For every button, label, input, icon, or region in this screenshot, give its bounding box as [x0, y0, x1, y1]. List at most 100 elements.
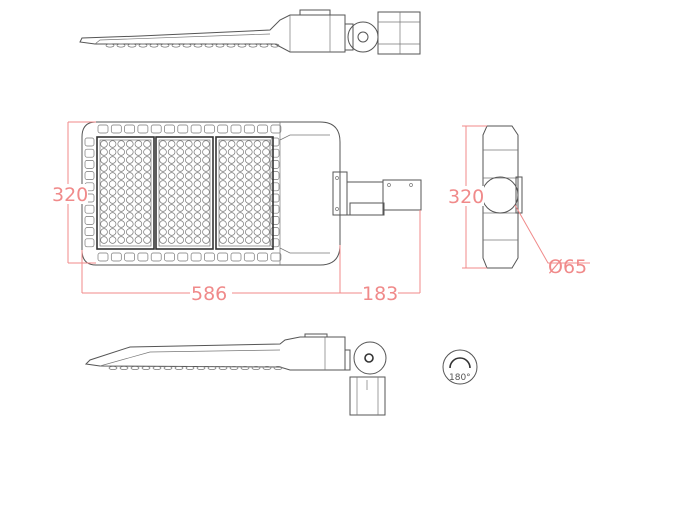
led-lens: [108, 236, 117, 244]
led-bump: [196, 366, 206, 370]
led-lens: [202, 172, 210, 180]
frame-vent: [150, 252, 162, 262]
led-lens: [245, 188, 253, 196]
led-lens: [159, 236, 167, 244]
led-lens: [159, 228, 167, 236]
led-lens: [117, 180, 125, 188]
frame-vent: [190, 252, 202, 262]
led-lens: [245, 228, 253, 236]
led-lens: [236, 212, 244, 220]
led-bump: [259, 43, 269, 48]
led-lens: [245, 156, 253, 164]
led-lens: [167, 196, 176, 204]
led-lens: [126, 204, 134, 212]
led-lens: [143, 204, 151, 212]
led-lens: [185, 212, 193, 220]
led-lens: [108, 180, 117, 188]
led-lens: [262, 148, 270, 156]
led-lens: [262, 156, 270, 164]
led-lens: [236, 140, 244, 148]
led-bump: [138, 43, 148, 48]
led-lens: [245, 212, 253, 220]
frame-vent: [243, 252, 255, 262]
led-lens: [245, 236, 253, 244]
led-lens: [108, 188, 117, 196]
frame-vent: [97, 252, 109, 262]
led-lens: [253, 148, 262, 156]
led-lens: [159, 220, 167, 228]
led-lens: [227, 140, 236, 148]
led-lens: [236, 188, 244, 196]
led-lens: [126, 220, 134, 228]
led-lens: [236, 164, 244, 172]
led-lens: [176, 228, 184, 236]
led-lens: [117, 188, 125, 196]
led-lens: [134, 212, 143, 220]
module-lens: [99, 139, 152, 247]
led-lens: [143, 172, 151, 180]
led-lens: [227, 164, 236, 172]
led-bump: [193, 43, 203, 48]
led-lens: [202, 204, 210, 212]
led-lens: [126, 156, 134, 164]
led-lens: [219, 164, 227, 172]
rotation-label: 180°: [449, 373, 471, 383]
led-lens: [167, 236, 176, 244]
led-bump: [262, 366, 272, 370]
frame-vent: [84, 216, 95, 225]
led-bump: [204, 43, 214, 48]
led-lens: [262, 212, 270, 220]
led-lens: [219, 228, 227, 236]
led-module: [96, 136, 155, 250]
led-lens: [193, 204, 202, 212]
led-lens: [185, 148, 193, 156]
led-lens: [253, 212, 262, 220]
led-lens: [262, 140, 270, 148]
led-lens: [185, 164, 193, 172]
led-lens: [126, 172, 134, 180]
led-lens: [126, 164, 134, 172]
led-lens: [245, 148, 253, 156]
dimension-body-length: 586: [191, 283, 227, 305]
led-lens: [219, 180, 227, 188]
led-lens: [202, 188, 210, 196]
right-end-view: 320 Ø65: [448, 125, 590, 278]
led-lens: [245, 172, 253, 180]
led-lens: [134, 172, 143, 180]
led-lens: [253, 172, 262, 180]
led-lens: [245, 196, 253, 204]
led-lens: [167, 212, 176, 220]
led-lens: [167, 180, 176, 188]
led-lens: [202, 140, 210, 148]
led-lens: [262, 164, 270, 172]
led-bump: [116, 43, 126, 48]
led-lens: [100, 156, 108, 164]
led-lens: [159, 148, 167, 156]
frame-vent: [217, 252, 229, 262]
led-lens: [167, 228, 176, 236]
led-lens: [202, 196, 210, 204]
led-lens: [193, 148, 202, 156]
led-lens: [227, 196, 236, 204]
led-bump: [248, 43, 258, 48]
led-bump: [240, 366, 250, 370]
led-lens: [227, 212, 236, 220]
frame-vent: [110, 252, 122, 262]
frame-vent: [270, 171, 280, 180]
frame-vent: [230, 252, 242, 262]
led-lens: [219, 212, 227, 220]
led-lens: [219, 156, 227, 164]
led-lens: [159, 196, 167, 204]
led-lens: [126, 180, 134, 188]
led-lens: [262, 172, 270, 180]
frame-vent: [84, 238, 95, 248]
led-lens: [117, 148, 125, 156]
led-lens: [108, 212, 117, 220]
bottom-side-view: [84, 333, 387, 416]
frame-vent: [270, 252, 282, 262]
led-lens: [143, 188, 151, 196]
led-lens: [176, 204, 184, 212]
front-dimensions: 320 586 183: [52, 121, 421, 305]
dimension-diameter: Ø65: [548, 256, 587, 278]
frame-vent: [270, 193, 280, 203]
